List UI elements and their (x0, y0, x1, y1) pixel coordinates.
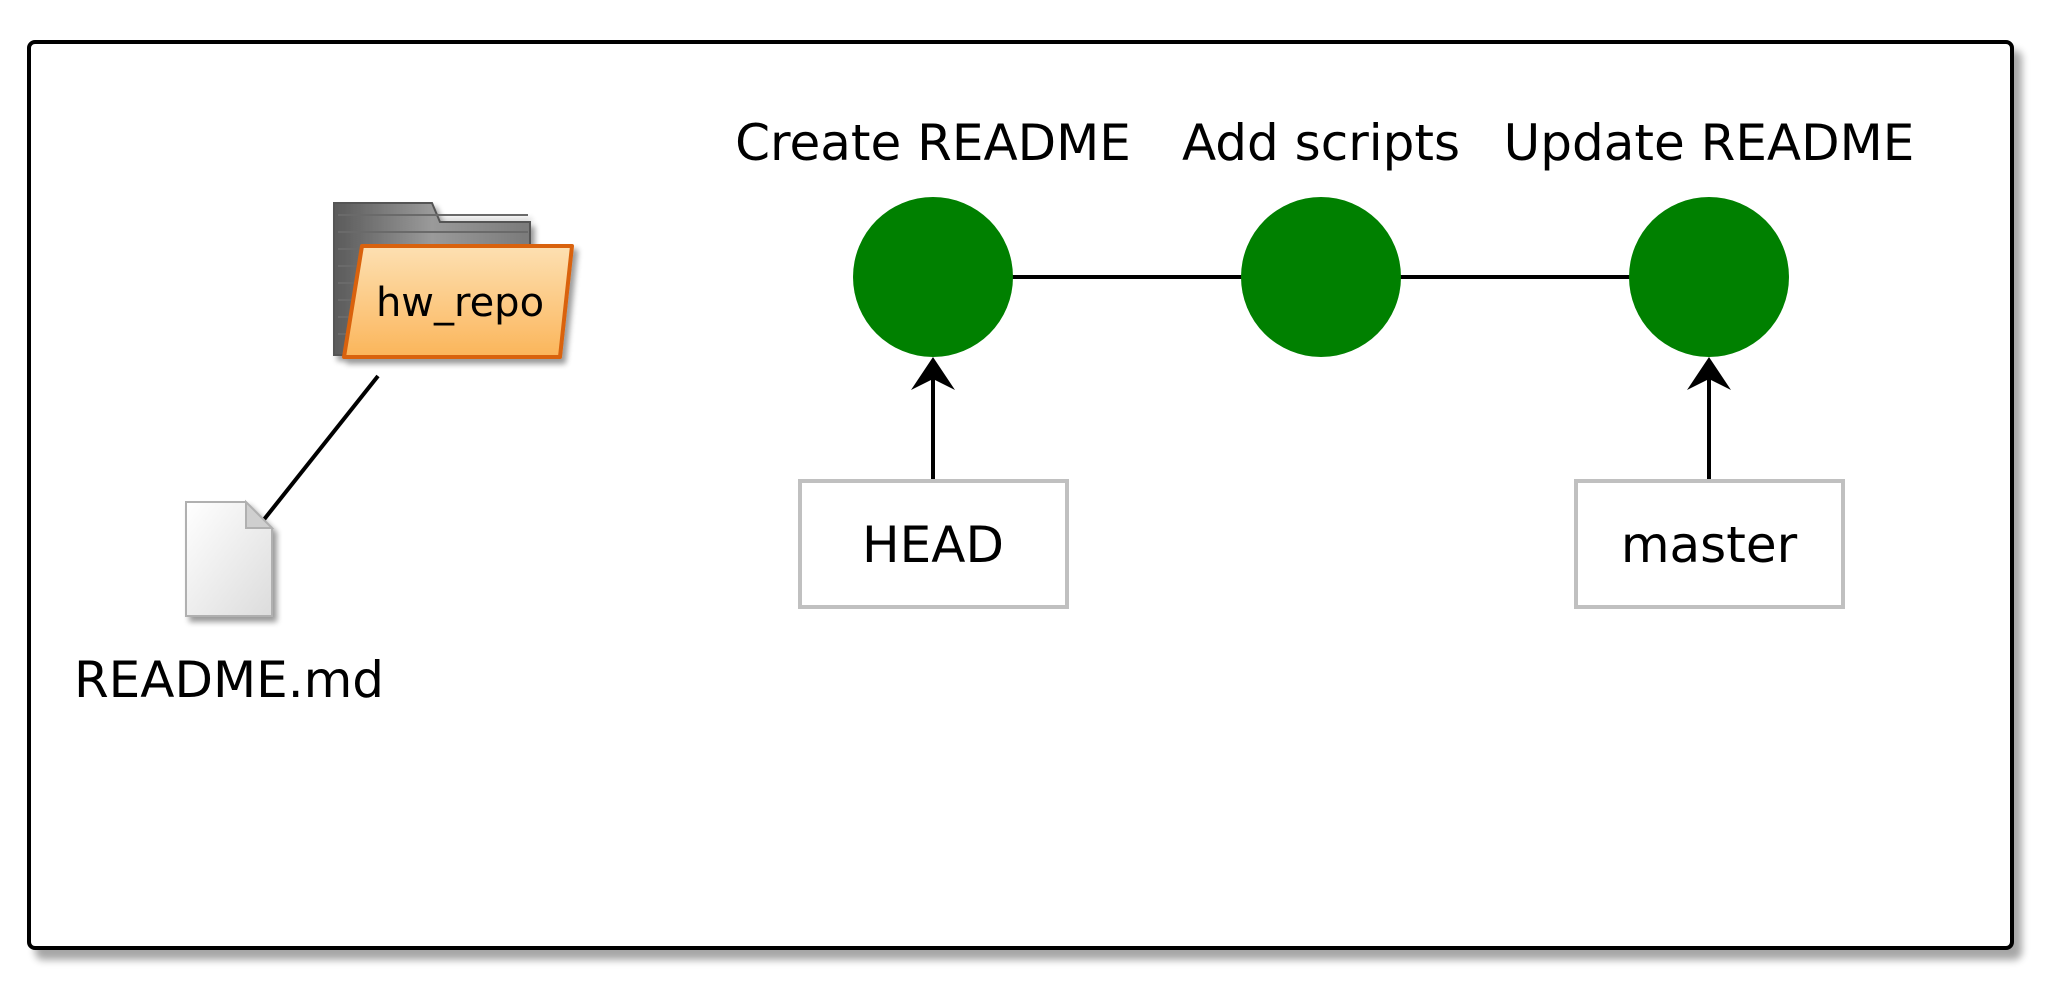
head-ref-box (798, 479, 1069, 609)
commit-node-create-readme (853, 197, 1013, 357)
commit-label-add-scripts: Add scripts (1182, 114, 1460, 172)
commit-node-update-readme (1629, 197, 1789, 357)
head-pointer-arrow (911, 357, 955, 481)
master-ref-box (1574, 479, 1845, 609)
folder-label: hw_repo (376, 280, 544, 326)
master-pointer-arrow (1687, 357, 1731, 481)
head-ref-label: HEAD (862, 516, 1004, 574)
file-label: README.md (74, 651, 384, 709)
folder-file-connector (260, 374, 380, 524)
master-ref-label: master (1621, 516, 1798, 574)
commit-label-update-readme: Update README (1504, 114, 1915, 172)
commit-node-add-scripts (1241, 197, 1401, 357)
folder-icon (333, 202, 574, 359)
file-icon (185, 499, 275, 617)
commit-label-create-readme: Create README (735, 114, 1131, 172)
